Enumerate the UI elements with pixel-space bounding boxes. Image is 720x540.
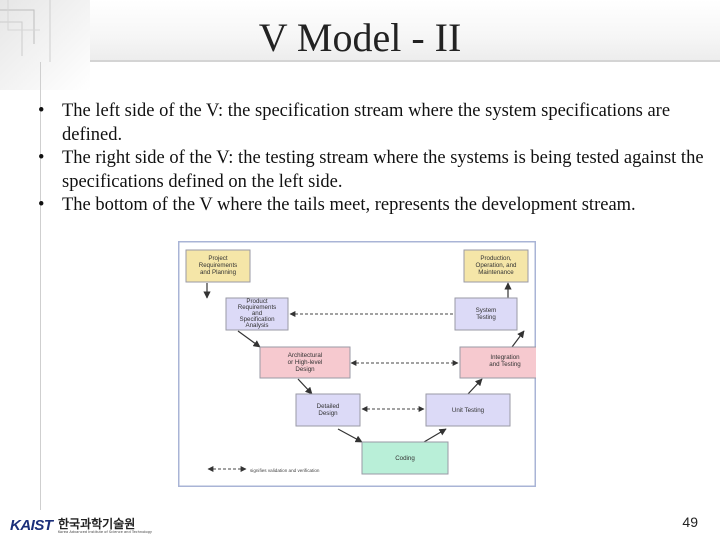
bullet-text: The left side of the V: the specificatio… — [62, 101, 670, 145]
institute-name-english: Korea Advanced Institute of Science and … — [58, 530, 152, 534]
box-label: and Testing — [489, 361, 521, 368]
bullet-item: • The bottom of the V where the tails me… — [36, 194, 706, 218]
box-label: Maintenance — [478, 269, 514, 276]
architectural-design-box: Architectural or High-level Design — [260, 347, 350, 378]
system-testing-box: System Testing — [455, 298, 517, 330]
slide-title: V Model - II — [90, 14, 630, 62]
box-label: or High-level — [288, 359, 323, 366]
box-label: Analysis — [245, 322, 268, 329]
box-label: Production, — [480, 255, 512, 262]
box-label: Coding — [395, 455, 415, 462]
bullet-item: • The right side of the V: the testing s… — [36, 147, 706, 194]
bullet-icon: • — [38, 147, 44, 171]
box-label: and Planning — [200, 269, 237, 276]
unit-testing-box: Unit Testing — [426, 394, 510, 426]
bullet-text: The right side of the V: the testing str… — [62, 148, 704, 192]
bullet-text: The bottom of the V where the tails meet… — [62, 195, 636, 215]
box-label: Project — [208, 255, 228, 262]
box-label: Design — [318, 410, 338, 417]
product-requirements-box: Product Requirements and Specification A… — [226, 298, 288, 330]
integration-testing-box: Integration and Testing — [460, 347, 536, 378]
detailed-design-box: Detailed Design — [296, 394, 360, 426]
box-label: Testing — [476, 314, 496, 321]
bullet-item: • The left side of the V: the specificat… — [36, 100, 706, 147]
box-label: Requirements — [199, 262, 238, 269]
v-model-diagram: Project Requirements and Planning Produc… — [178, 241, 536, 487]
bullet-list: • The left side of the V: the specificat… — [36, 100, 706, 218]
box-label: Detailed — [317, 403, 340, 410]
box-label: Operation, and — [476, 262, 517, 269]
logo-text: KAIST — [10, 517, 53, 534]
page-number: 49 — [682, 514, 698, 530]
project-requirements-box: Project Requirements and Planning — [186, 250, 250, 282]
box-label: Integration — [490, 354, 520, 361]
bullet-icon: • — [38, 100, 44, 124]
box-label: Design — [295, 366, 315, 373]
bullet-icon: • — [38, 194, 44, 218]
box-label: Unit Testing — [452, 407, 485, 414]
box-label: System — [476, 307, 497, 314]
diagram-legend: signifies validation and verification — [250, 468, 320, 473]
corner-ornament — [0, 0, 90, 90]
coding-box: Coding — [362, 442, 448, 474]
box-label: Architectural — [288, 352, 322, 359]
kaist-logo: KAIST 한국과학기술원 Korea Advanced Institute o… — [10, 517, 170, 537]
production-box: Production, Operation, and Maintenance — [464, 250, 528, 282]
